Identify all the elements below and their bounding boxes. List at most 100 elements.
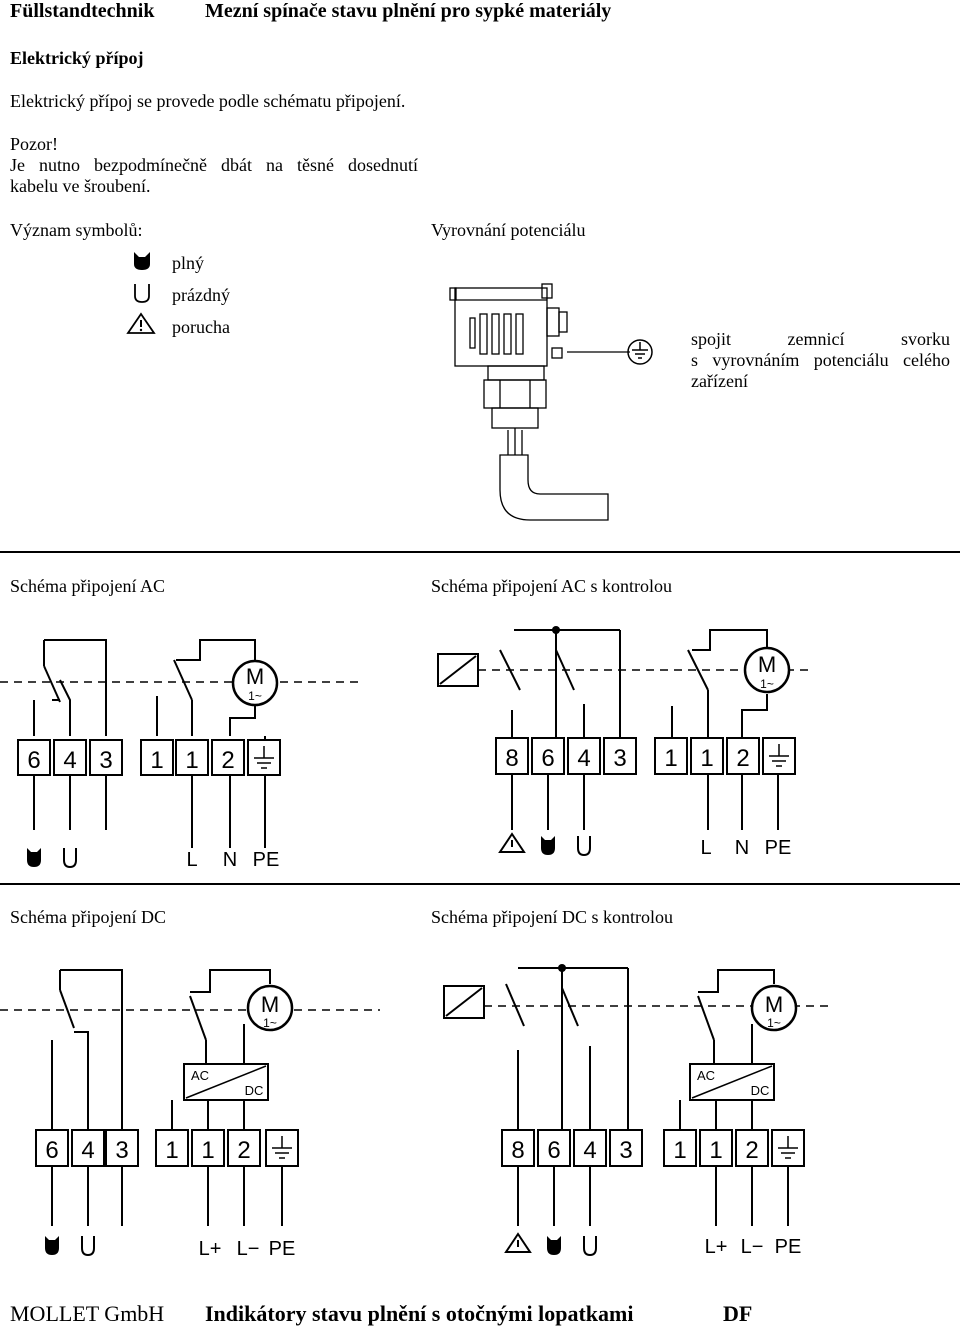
bottom-label: PE [269,1238,296,1260]
terminal-label: 1 [201,1137,214,1164]
converter-dc-label: DC [751,1083,770,1098]
equipotential-heading: Vyrovnání potenciálu [431,220,586,240]
device-drawing [449,283,653,521]
empty-cup-icon [63,848,77,869]
ground-icon [627,339,653,365]
dc-wiring-diagram: M 1~ AC DC 6 4 3 1 1 2 L+ L− PE [0,969,380,1260]
equipotential-text-3: zařízení [691,371,748,391]
terminal-label: 8 [505,745,518,772]
ac-ctrl-diagram-title: Schéma připojení AC s kontrolou [431,576,672,596]
warning-line-2: kabelu ve šroubení. [10,176,151,196]
electrical-heading: Elektrický přípoj [10,48,144,68]
filled-cup-icon [541,836,555,855]
filled-cup-icon [27,848,41,867]
motor-sublabel: 1~ [248,689,262,703]
divider-1 [0,551,960,553]
terminal-label: 2 [221,747,234,774]
motor-sublabel: 1~ [760,677,774,691]
empty-cup-icon [583,1236,597,1257]
converter-ac-label: AC [697,1068,715,1083]
ground-terminal-icon [778,1136,798,1159]
motor-label: M [758,652,776,677]
bottom-label: L+ [705,1236,728,1258]
motor-icon [231,659,279,707]
warning-triangle-icon [498,832,526,853]
bottom-label: L [186,849,197,871]
symbol-label-full: plný [172,253,205,273]
motor-sublabel: 1~ [767,1016,781,1030]
symbols-heading: Význam symbolů: [10,220,143,240]
bottom-label: PE [775,1236,802,1258]
motor-label: M [765,992,783,1017]
dc-ctrl-wiring-diagram: M 1~ AC DC 8 6 4 3 1 1 2 L+ L− PE [443,964,830,1258]
bottom-label: PE [253,849,280,871]
filled-cup-icon [45,1236,59,1255]
ac-wiring-diagram: M 1~ 6 4 3 1 1 2 L N PE [0,639,360,871]
terminal-label: 6 [541,745,554,772]
empty-cup-icon [134,284,150,303]
page-title: Mezní spínače stavu plnění pro sypké mat… [205,0,612,22]
terminal-label: 6 [45,1137,58,1164]
ground-terminal-icon [272,1136,292,1159]
ground-terminal-icon [769,744,789,767]
terminal-label: 2 [736,745,749,772]
equipotential-text-2: s vyrovnáním potenciálu celého [691,350,950,370]
warning-triangle-icon [126,312,156,334]
empty-cup-icon [577,836,591,857]
bottom-label: N [735,837,749,859]
footer-title: Indikátory stavu plnění s otočnými lopat… [205,1301,634,1326]
terminal-label: 6 [547,1137,560,1164]
ac-ctrl-wiring-diagram: M 1~ 8 6 4 3 1 1 2 L N PE [437,626,810,859]
terminal-label: 8 [511,1137,524,1164]
terminal-label: 3 [99,747,112,774]
terminal-label: 4 [81,1137,94,1164]
bottom-label: L− [237,1238,260,1260]
terminal-label: 2 [745,1137,758,1164]
terminal-label: 6 [27,747,40,774]
warning-triangle-icon [504,1232,532,1253]
terminal-label: 4 [577,745,590,772]
electrical-text: Elektrický přípoj se provede podle schém… [10,91,406,111]
warning-line-1: Je nutno bezpodmínečně dbát na těsné dos… [10,155,418,175]
motor-icon [246,984,294,1032]
footer-code: DF [723,1301,753,1326]
ground-terminal-icon [254,746,274,769]
terminal-label: 3 [115,1137,128,1164]
bottom-label: L [700,837,711,859]
terminal-label: 1 [185,747,198,774]
warning-title: Pozor! [10,134,58,154]
terminal-label: 1 [664,745,677,772]
bottom-label: N [223,849,237,871]
converter-ac-label: AC [191,1068,209,1083]
terminal-label: 1 [673,1137,686,1164]
motor-icon [750,984,798,1032]
footer-company: MOLLET GmbH [10,1301,165,1326]
terminal-label: 4 [583,1137,596,1164]
bottom-label: L− [741,1236,764,1258]
dc-ctrl-diagram-title: Schéma připojení DC s kontrolou [431,907,673,927]
terminal-label: 1 [709,1137,722,1164]
terminal-label: 3 [613,745,626,772]
filled-cup-icon [547,1236,561,1255]
bottom-label: L+ [199,1238,222,1260]
header-left: Füllstandtechnik [10,0,155,22]
symbol-label-fault: porucha [172,317,230,337]
bottom-label: PE [765,837,792,859]
motor-label: M [246,664,264,689]
motor-label: M [261,992,279,1017]
ac-diagram-title: Schéma připojení AC [10,576,165,596]
terminal-label: 4 [63,747,76,774]
motor-sublabel: 1~ [263,1016,277,1030]
dc-diagram-title: Schéma připojení DC [10,907,166,927]
terminal-label: 1 [700,745,713,772]
converter-dc-label: DC [245,1083,264,1098]
filled-cup-icon [134,252,150,270]
terminal-label: 3 [619,1137,632,1164]
empty-cup-icon [81,1236,95,1257]
terminal-label: 2 [237,1137,250,1164]
equipotential-text-1: spojit zemnicí svorku [691,329,950,349]
symbol-label-empty: prázdný [172,285,230,305]
motor-icon [743,646,791,694]
terminal-label: 1 [150,747,163,774]
terminal-label: 1 [165,1137,178,1164]
